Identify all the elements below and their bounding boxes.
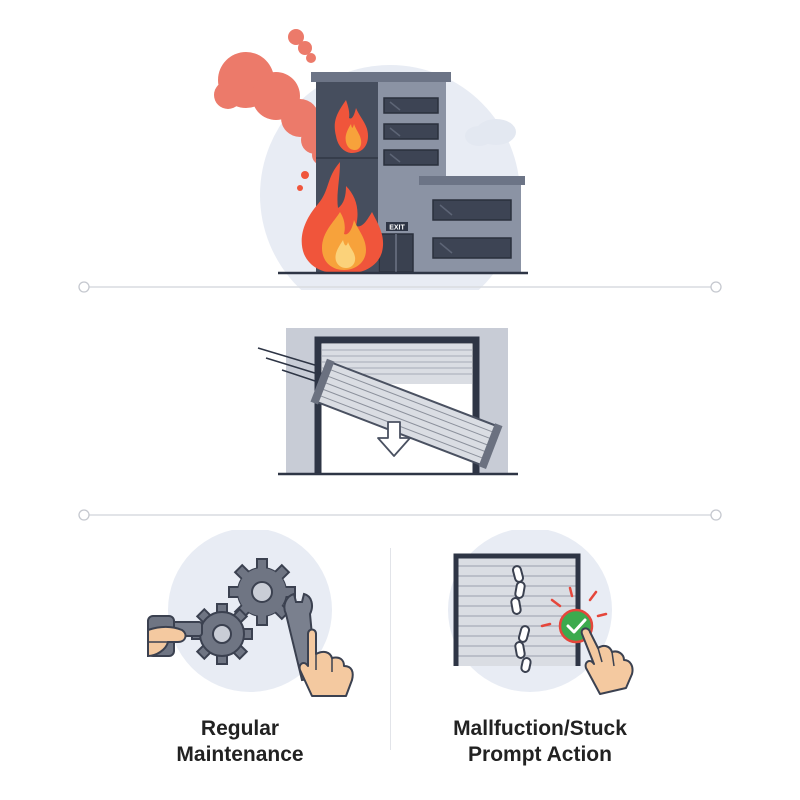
- door-frame: [314, 336, 480, 474]
- window: [383, 149, 439, 166]
- gear-icon: [228, 558, 296, 626]
- shutter-slats: [322, 344, 472, 384]
- window-flame-icon: [334, 100, 368, 153]
- maintenance-illustration: [147, 530, 354, 697]
- pointing-hand-icon: [298, 628, 354, 697]
- window: [383, 97, 439, 114]
- fire-scene: EXIT: [0, 0, 800, 290]
- window: [432, 237, 512, 259]
- divider-line: [78, 509, 722, 521]
- malfunction-title-line2: Prompt Action: [468, 743, 612, 766]
- fire-icon: [301, 162, 384, 274]
- falling-shutter-panel: [310, 358, 503, 470]
- maintenance-title: Regular Maintenance: [90, 716, 390, 768]
- exit-door: EXIT: [378, 222, 414, 273]
- malfunction-title: Mallfuction/Stuck Prompt Action: [390, 716, 690, 768]
- maintenance-card: Regular Maintenance: [90, 530, 390, 770]
- malfunction-card: Mallfuction/Stuck Prompt Action: [390, 530, 690, 770]
- card-separator: [390, 548, 391, 750]
- motion-lines: [257, 347, 319, 383]
- check-button-icon: [540, 586, 608, 644]
- smoke-cloud: [214, 29, 332, 165]
- low-building: [419, 176, 525, 272]
- maintenance-title-line2: Maintenance: [176, 743, 304, 766]
- broken-chain-icon: [510, 565, 532, 673]
- shutter-scene: [0, 310, 800, 490]
- fire-illustration: EXIT: [214, 29, 528, 290]
- exit-sign: EXIT: [389, 225, 405, 232]
- maintenance-title-line1: Regular: [200, 717, 280, 740]
- down-arrow-icon: [377, 421, 411, 457]
- hand-icon: [147, 615, 203, 658]
- shutter-illustration: [257, 328, 518, 476]
- window: [432, 199, 512, 221]
- malfunction-title-line1: Mallfuction/Stuck: [453, 717, 627, 740]
- divider-line: [78, 281, 722, 293]
- malfunction-illustration: [448, 530, 634, 695]
- pointing-hand-icon: [580, 627, 634, 695]
- window: [383, 123, 439, 140]
